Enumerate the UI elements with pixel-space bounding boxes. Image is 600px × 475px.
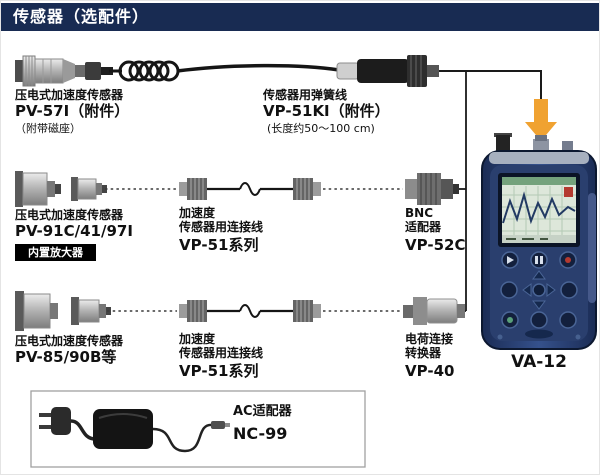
row1-cable-note: (长度约50～100 cm): [267, 122, 375, 135]
va12-device-icon: [481, 133, 597, 350]
bnc-plug-icon: [336, 55, 439, 87]
row3-adapter-line2: 转换器: [405, 346, 442, 360]
built-in-amplifier-badge: 内置放大器: [15, 244, 96, 261]
row3-cable-model: VP-51系列: [179, 362, 259, 380]
power-plug-icon: [39, 407, 96, 441]
row2-adapter-line1: BNC: [405, 206, 433, 220]
row2-sensor-type: 压电式加速度传感器: [15, 208, 124, 222]
device-model-label: VA-12: [511, 352, 567, 372]
connection-cable-icon: [179, 300, 321, 322]
row2-cable-line2: 传感器用连接线: [179, 220, 264, 234]
row3-adapter-line1: 电荷连接: [405, 332, 454, 346]
ac-adapter-box: [30, 390, 366, 468]
sensor-pv57-icon: [15, 55, 113, 87]
row3-cable-line2: 传感器用连接线: [179, 346, 264, 360]
sensor-pv85-icon: [15, 291, 111, 331]
row3-sensor-model: PV-85/90B等: [15, 348, 117, 366]
device-buttons: [497, 251, 581, 340]
page-title: 传感器（选配件）: [1, 3, 599, 31]
sensor-pv91-icon: [15, 171, 107, 207]
connection-cable-icon: [179, 178, 321, 200]
row1-sensor-type: 压电式加速度传感器: [15, 88, 124, 102]
row3-sensor-type: 压电式加速度传感器: [15, 334, 124, 348]
down-arrow-icon: [525, 99, 557, 141]
row1-cable-model: VP-51KI（附件）: [263, 102, 390, 120]
row2-cable-line1: 加速度: [179, 206, 216, 220]
row1-cable-type: 传感器用弹簧线: [263, 88, 348, 102]
ac-adapter-label: AC适配器: [233, 404, 292, 419]
row2-sensor-model: PV-91C/41/97I: [15, 222, 133, 240]
bnc-adapter-icon: [405, 173, 459, 205]
row1-sensor-note: （附带磁座）: [15, 122, 81, 135]
row3-cable-line1: 加速度: [179, 332, 216, 346]
row2-adapter-model: VP-52C: [405, 236, 466, 254]
row3-adapter-model: VP-40: [405, 362, 455, 380]
coil-cable-icon: [109, 60, 340, 82]
row1-sensor-model: PV-57I（附件）: [15, 102, 130, 120]
ac-adapter-model: NC-99: [233, 424, 288, 443]
charge-converter-icon: [403, 297, 465, 325]
ac-adapter-brick-icon: [93, 409, 230, 453]
row2-adapter-line2: 适配器: [405, 220, 442, 234]
row2-cable-model: VP-51系列: [179, 236, 259, 254]
